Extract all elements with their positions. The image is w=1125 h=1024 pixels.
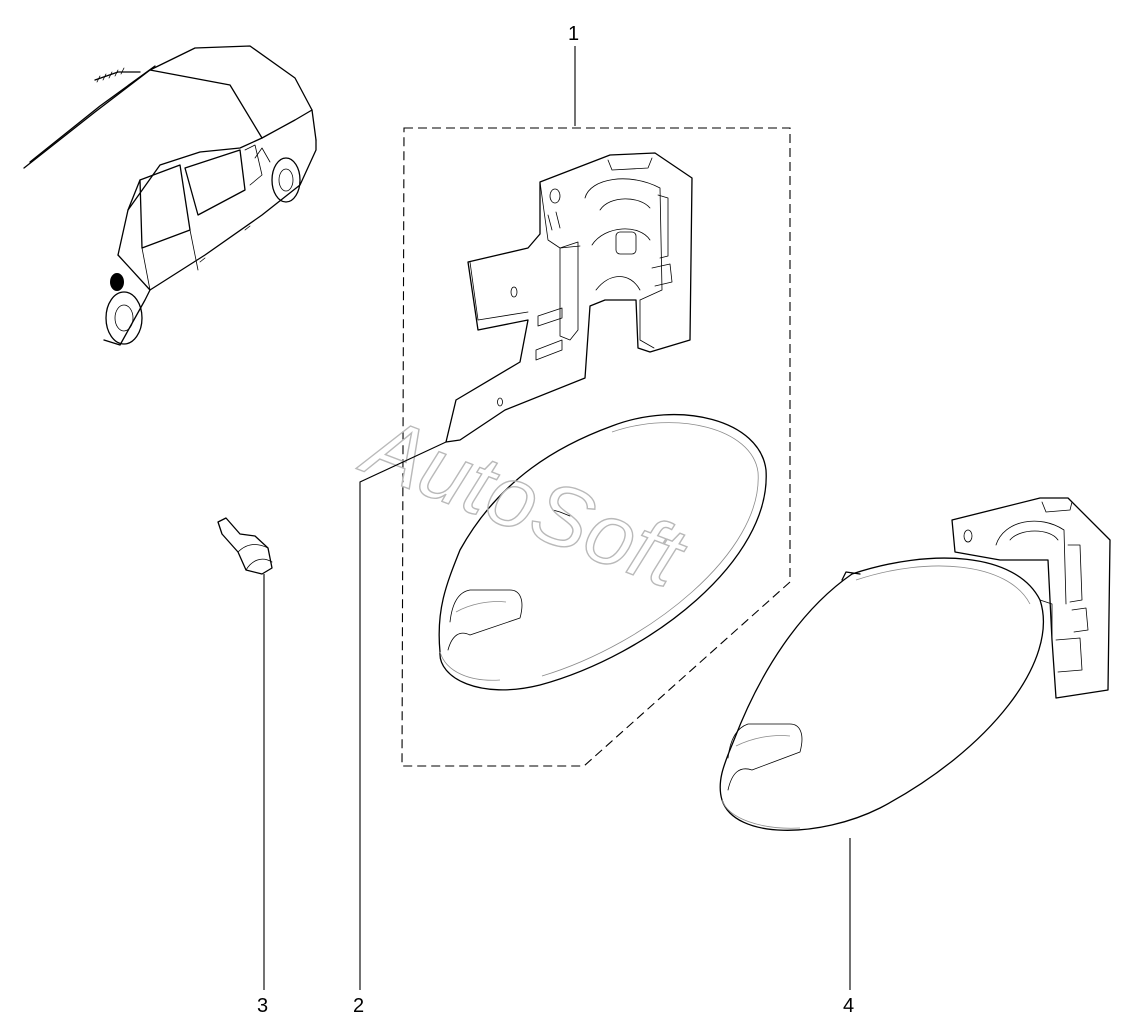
leader-line-2 bbox=[359, 441, 447, 990]
callout-2: 2 bbox=[353, 995, 364, 1017]
watermark-text: AutoSoft bbox=[349, 396, 699, 607]
fuel-filler-door-kit bbox=[438, 414, 767, 691]
callout-3: 3 bbox=[257, 995, 268, 1017]
rubber-buffer-clip bbox=[217, 517, 273, 575]
kit-boundary-dashed bbox=[401, 127, 791, 767]
fuel-door-location-marker bbox=[110, 273, 124, 291]
hinge-bracket bbox=[445, 152, 693, 443]
callout-4: 4 bbox=[843, 995, 854, 1017]
vehicle-location-illustration bbox=[23, 45, 317, 346]
callout-1: 1 bbox=[568, 23, 579, 45]
fuel-filler-door-assembly bbox=[719, 497, 1111, 831]
